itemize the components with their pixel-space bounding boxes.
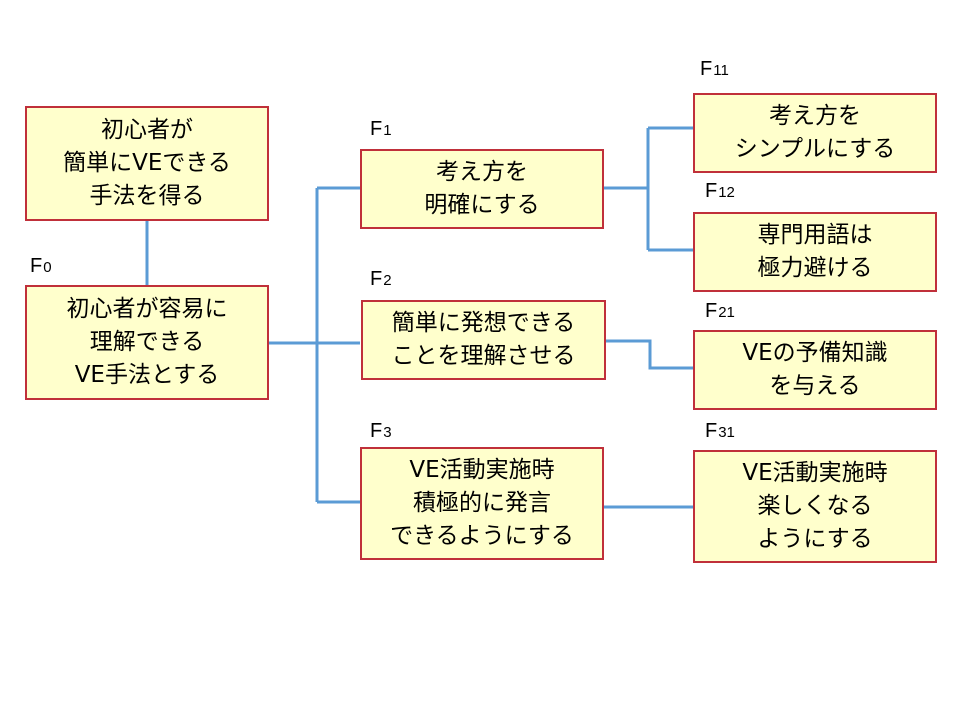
function-box-f12: 専門用語は 極力避ける [693, 212, 937, 292]
root-goal-text: 初心者が 簡単にVEできる 手法を得る [63, 117, 231, 209]
label-f0: F0 [30, 255, 52, 277]
function-text-f0: 初心者が容易に 理解できる VE手法とする [66, 296, 228, 388]
label-f1: F1 [370, 118, 392, 140]
function-text-f21: VEの予備知識 を与える [742, 340, 888, 399]
function-box-f21: VEの予備知識 を与える [693, 330, 937, 410]
function-box-f1: 考え方を 明確にする [360, 149, 604, 229]
function-text-f1: 考え方を 明確にする [424, 159, 540, 218]
function-text-f12: 専門用語は 極力避ける [757, 222, 873, 281]
function-box-f11: 考え方を シンプルにする [693, 93, 937, 173]
function-box-f0: 初心者が容易に 理解できる VE手法とする [25, 285, 269, 400]
function-text-f3: VE活動実施時 積極的に発言 できるようにする [390, 457, 574, 549]
function-box-f31: VE活動実施時 楽しくなる ようにする [693, 450, 937, 563]
label-f3: F3 [370, 420, 392, 442]
root-goal-box: 初心者が 簡単にVEできる 手法を得る [25, 106, 269, 221]
label-f21: F21 [705, 300, 735, 322]
label-f11: F11 [700, 58, 729, 80]
function-text-f11: 考え方を シンプルにする [734, 103, 896, 162]
function-box-f2: 簡単に発想できる ことを理解させる [361, 300, 606, 380]
label-f12: F12 [705, 180, 735, 202]
function-text-f31: VE活動実施時 楽しくなる ようにする [742, 460, 888, 552]
label-f2: F2 [370, 268, 392, 290]
label-f31: F31 [705, 420, 735, 442]
connector-f2-to-f21 [606, 339, 693, 370]
function-box-f3: VE活動実施時 積極的に発言 できるようにする [360, 447, 604, 560]
function-text-f2: 簡単に発想できる ことを理解させる [391, 310, 576, 369]
